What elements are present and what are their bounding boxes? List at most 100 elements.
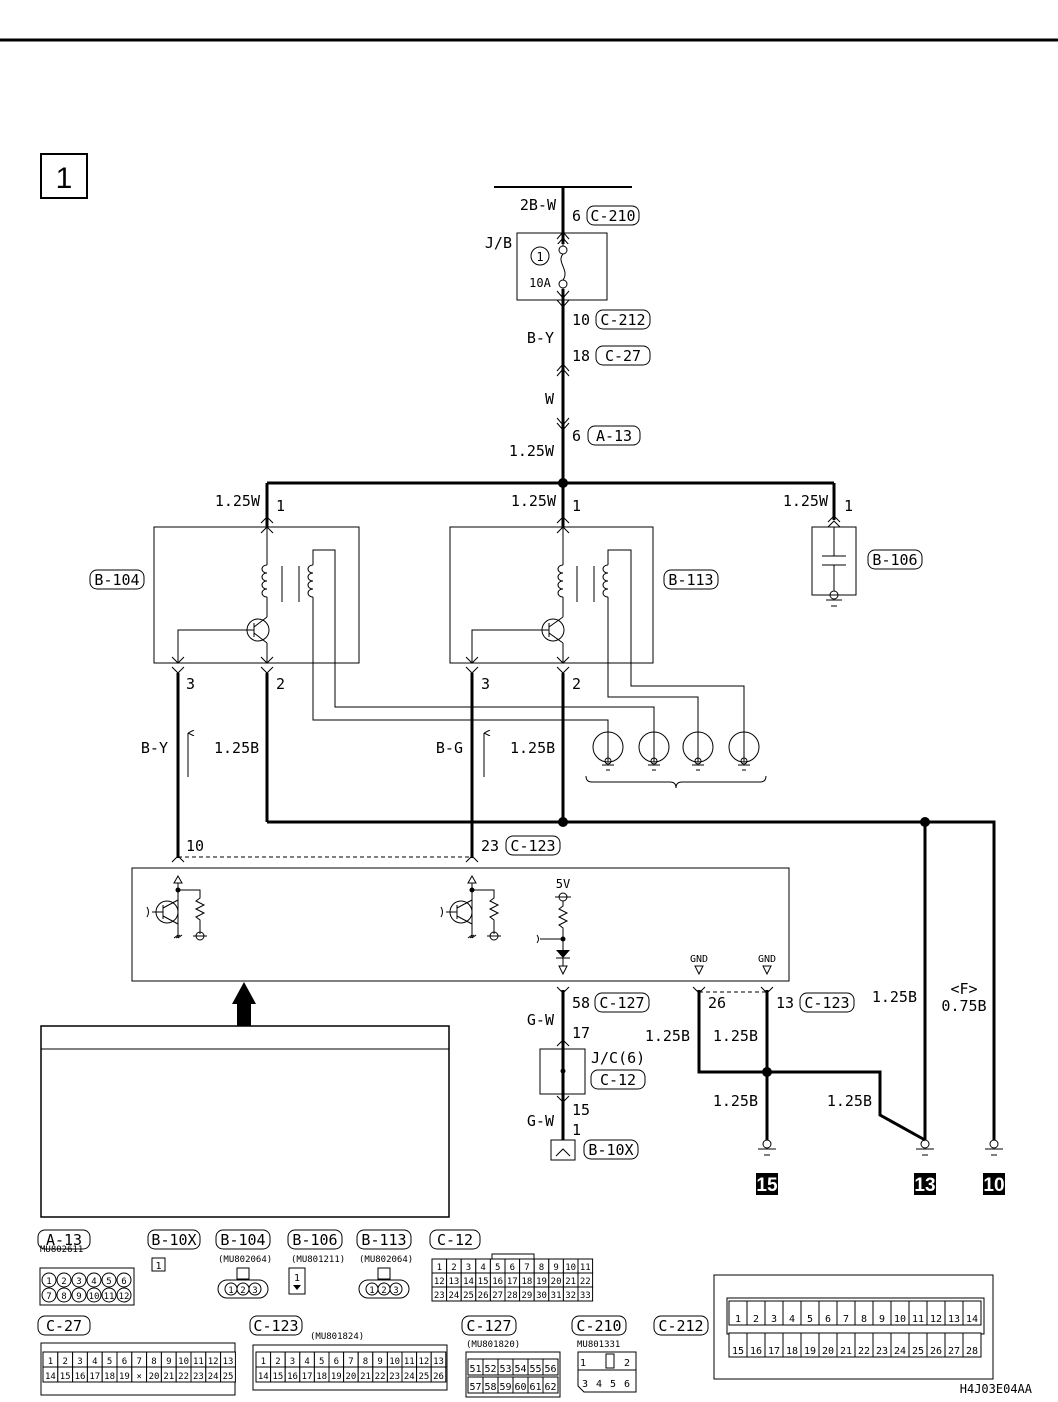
connector-view-tag-c-210[interactable]: C-210 <box>571 1315 627 1336</box>
connector-tag-c123[interactable] <box>505 835 561 856</box>
svg-text:26: 26 <box>708 994 726 1012</box>
svg-text:58: 58 <box>572 994 590 1012</box>
svg-text:10A: 10A <box>529 276 551 290</box>
pin-number: 13 <box>223 1357 234 1367</box>
pin-number: 17 <box>507 1277 518 1287</box>
connector-tag-c127[interactable] <box>594 992 650 1013</box>
connector-tag-c123[interactable] <box>799 992 855 1013</box>
pin-number: 17 <box>302 1372 313 1382</box>
pin-number: 32 <box>565 1291 576 1301</box>
svg-text:10: 10 <box>983 1175 1004 1196</box>
connector-view-tag-b-10x[interactable]: B-10X <box>147 1229 201 1250</box>
svg-text:15: 15 <box>756 1175 778 1196</box>
pin-number: 18 <box>316 1372 327 1382</box>
pin-number: × <box>136 1372 141 1382</box>
pin-number: 54 <box>514 1364 526 1375</box>
connector-tag-b104[interactable] <box>89 569 145 590</box>
pin-number: 57 <box>469 1382 481 1393</box>
pin-number: 9 <box>166 1357 171 1367</box>
svg-text:0.75B: 0.75B <box>941 997 986 1015</box>
part-number: MU802611 <box>40 1245 83 1255</box>
pin-number: 15 <box>272 1372 283 1382</box>
pin-number: 5 <box>107 1357 112 1367</box>
pin-socket <box>101 1287 117 1303</box>
svg-text:C-127: C-127 <box>466 1317 511 1335</box>
pin-number: 18 <box>521 1277 532 1287</box>
svg-text:1: 1 <box>276 497 285 515</box>
connector-view-tag-c-12[interactable]: C-12 <box>429 1229 481 1250</box>
pin-number: 11 <box>580 1263 591 1273</box>
svg-text:C-127: C-127 <box>599 994 644 1012</box>
svg-text:1.25B: 1.25B <box>645 1027 690 1045</box>
svg-text:<F>: <F> <box>950 980 977 998</box>
connector-view-tag-b-113[interactable]: B-113 <box>356 1229 412 1250</box>
pin-number: 24 <box>448 1291 459 1301</box>
svg-text:12: 12 <box>119 1292 130 1302</box>
relay-coil-icon <box>261 564 268 598</box>
connector-view-tag-b-104[interactable]: B-104 <box>215 1229 271 1250</box>
svg-text:2: 2 <box>240 1286 245 1296</box>
connector-view-tag-c-127[interactable]: C-127 <box>461 1315 517 1336</box>
pin-number: 6 <box>510 1263 515 1273</box>
svg-text:B-113: B-113 <box>668 571 713 589</box>
pin-number: 12 <box>418 1357 429 1367</box>
svg-text:A-13: A-13 <box>596 427 632 445</box>
connector-view-tag-c-212[interactable]: C-212 <box>653 1315 709 1336</box>
connector-tag-a13[interactable] <box>587 425 641 446</box>
svg-text:C-212: C-212 <box>658 1317 703 1335</box>
connector-tag-b106[interactable] <box>867 549 923 570</box>
connector-view-tag-c-27[interactable]: C-27 <box>37 1315 91 1336</box>
svg-text:B-104: B-104 <box>220 1231 265 1249</box>
svg-text:2: 2 <box>276 675 285 693</box>
svg-text:7: 7 <box>46 1292 51 1302</box>
pin-number: 5 <box>495 1263 500 1273</box>
connector-view-tag-c-123[interactable]: C-123 <box>249 1315 303 1336</box>
connector-tag-c12[interactable] <box>590 1069 646 1090</box>
connector-tag-c212[interactable] <box>595 309 651 330</box>
connector-tag-b10x[interactable] <box>583 1139 639 1160</box>
svg-text:23: 23 <box>481 837 499 855</box>
pin-number: 7 <box>524 1263 529 1273</box>
pin-number: 23 <box>434 1291 445 1301</box>
svg-text:11: 11 <box>104 1292 115 1302</box>
svg-text:B-113: B-113 <box>361 1231 406 1249</box>
connector-view-tag-b-106[interactable]: B-106 <box>287 1229 343 1250</box>
ecu-module: 10 23 C-123 5V GND GND <box>131 835 790 982</box>
pin-number: 5 <box>319 1357 324 1367</box>
pin-number: 22 <box>580 1277 591 1287</box>
pin-number: 20 <box>551 1277 562 1287</box>
connector-tag-b113[interactable] <box>663 569 719 590</box>
svg-text:1.25B: 1.25B <box>872 988 917 1006</box>
connector-tag-c210[interactable] <box>586 205 640 226</box>
pin-socket <box>71 1287 87 1303</box>
pin-number: 60 <box>514 1382 526 1393</box>
svg-text:1: 1 <box>536 250 543 264</box>
pin-number: 21 <box>565 1277 576 1287</box>
svg-text:C-12: C-12 <box>437 1231 473 1249</box>
pin-number: 20 <box>345 1372 356 1382</box>
pin-socket <box>86 1272 102 1288</box>
pin-number: 5 <box>807 1314 813 1325</box>
diode-icon <box>556 950 570 958</box>
part-number: (MU801211) <box>291 1255 345 1265</box>
connector-view-tag-a-13[interactable]: A-13 <box>37 1229 91 1250</box>
pin-socket <box>56 1272 72 1288</box>
diag-connector-b10x <box>550 1139 576 1161</box>
svg-text:C-123: C-123 <box>253 1317 298 1335</box>
connector-tag-c27[interactable] <box>595 345 651 366</box>
pin-number: 1 <box>261 1357 266 1367</box>
pin-number: 5 <box>610 1379 616 1390</box>
svg-text:13: 13 <box>776 994 794 1012</box>
pin-number: 20 <box>822 1346 834 1357</box>
pin-number: 15 <box>478 1277 489 1287</box>
pin-socket <box>41 1287 57 1303</box>
ground-point-13: 13 <box>914 1139 936 1196</box>
ground-point-10: 10 <box>983 1139 1005 1196</box>
svg-text:GND: GND <box>690 954 708 965</box>
svg-text:GND: GND <box>758 954 776 965</box>
pin-number: 17 <box>768 1346 780 1357</box>
svg-text:1: 1 <box>572 497 581 515</box>
part-number: MU801331 <box>577 1340 620 1350</box>
